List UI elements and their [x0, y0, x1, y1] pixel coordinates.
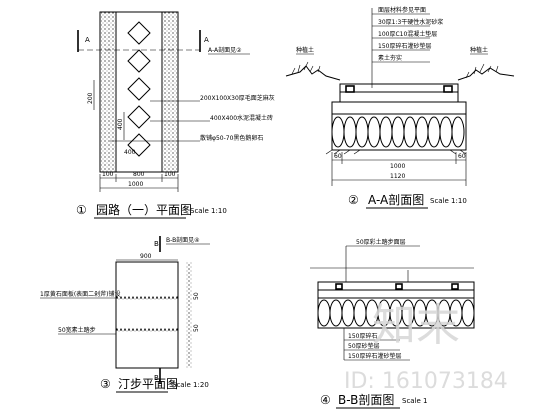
gravel-ellipses-aa — [331, 116, 465, 148]
plan-1-path: A A A-A剖面见② 200 400 200X100X30厚毛面芝麻灰 400… — [76, 11, 275, 219]
dim-100b: 100 — [164, 171, 176, 178]
plan-1-title: ① 园路（一）平面图 Scale 1:10 — [76, 202, 227, 219]
soil-label-right: 种植土 — [470, 46, 488, 54]
cut-line-b-top: B B-B剖面见④ — [154, 236, 210, 252]
section-2-aa: 面层材料参见平面 30厚1:3干硬性水泥砂浆 100厚C10混凝土垫层 150厚… — [285, 6, 515, 209]
dim-60b: 60 — [458, 153, 466, 160]
cut-note-a: A-A剖面见② — [208, 46, 242, 54]
grass-left — [285, 61, 341, 81]
cut-note-b: B-B剖面见④ — [166, 236, 200, 244]
cut-label-a-right: A — [204, 36, 209, 44]
note-bb-b: 50厚砂垫层 — [348, 342, 380, 350]
edge-pebble-bands — [101, 12, 177, 172]
title-section-2: A-A剖面图 — [368, 193, 424, 207]
watermark-id: ID: 161073184 — [344, 369, 508, 394]
scale-section-4: Scale 1 — [402, 397, 428, 405]
title-num-3: ③ — [100, 377, 111, 391]
plan-3-notes: 1厚黄石面板(表面二剁斧)铺设 50宽素土踏步 — [40, 290, 121, 335]
right-border-dots — [186, 262, 192, 368]
layers-aa — [325, 83, 467, 155]
stone-joints — [116, 296, 178, 332]
dim-800: 800 — [133, 171, 145, 178]
title-section-4: B-B剖面图 — [338, 393, 394, 407]
note-pebbles: 散铺φ50-70黑色鹅卵石 — [200, 134, 263, 142]
leader-notes-bb: 150厚碎石 50厚砂垫层 150厚碎石灌砂垫层 — [343, 328, 410, 361]
layer-soil: 素土夯实 — [378, 54, 402, 62]
dimensions-aa: 60 1000 60 1120 — [331, 152, 467, 186]
cut-label-b-top: B — [154, 240, 159, 248]
soil-label-left: 种植土 — [296, 46, 314, 54]
plan-1-dimensions-bottom: 100 800 100 1000 — [99, 171, 179, 192]
note-stone-slab: 1厚黄石面板(表面二剁斧)铺设 — [40, 290, 121, 298]
cut-label-a-left: A — [85, 36, 90, 44]
plan-1-notes: 200X100X30厚毛面芝麻灰 400X400水泥混凝土砖 散铺φ50-70黑… — [110, 94, 275, 142]
title-plan-3: 汀步平面图 — [118, 377, 178, 391]
gravel-ellipses-bb — [317, 299, 475, 327]
layer-surface: 面层材料参见平面 — [378, 6, 426, 14]
title-plan-1: 园路（一）平面图 — [96, 202, 192, 217]
watermark: 知末 ID: 161073184 — [344, 300, 508, 394]
dim-400b: 400 — [124, 149, 136, 156]
cut-line-a: A A A-A剖面见② — [77, 30, 250, 55]
note-bb-c: 150厚碎石灌砂垫层 — [348, 352, 401, 360]
dim-50a: 50 — [193, 292, 200, 300]
dim-1000-aa: 1000 — [390, 163, 405, 170]
layer-gravel: 150厚碎石灌砂垫层 — [378, 42, 431, 50]
grass-right — [457, 63, 515, 81]
note-bb-a: 150厚碎石 — [348, 332, 377, 340]
note-stone-border: 200X100X30厚毛面芝麻灰 — [200, 94, 275, 102]
section-4-bb: 50厚彩土踏步面层 — [310, 238, 475, 409]
scale-section-2: Scale 1:10 — [430, 197, 467, 205]
dim-60a: 60 — [334, 153, 342, 160]
title-num-4: ④ — [320, 393, 331, 407]
plan-3-stepping-stones: B B-B剖面见④ 900 1厚黄石面板(表面二剁斧)铺设 50宽素土踏步 50… — [40, 236, 210, 393]
plan-3-title: ③ 汀步平面图 Scale 1:20 — [100, 377, 209, 393]
dim-400: 400 — [117, 118, 124, 130]
cut-line-b-bottom: B — [154, 368, 161, 384]
dim-50b: 50 — [193, 324, 200, 332]
title-num-1: ① — [76, 203, 87, 217]
leader-notes-aa: 面层材料参见平面 30厚1:3干硬性水泥砂浆 100厚C10混凝土垫层 150厚… — [371, 6, 443, 88]
section-4-title: ④ B-B剖面图 Scale 1 — [320, 393, 428, 409]
diamond-pavers — [127, 21, 151, 157]
note-top-bb: 50厚彩土踏步面层 — [356, 238, 406, 246]
section-2-title: ② A-A剖面图 Scale 1:10 — [348, 193, 467, 209]
layer-concrete: 100厚C10混凝土垫层 — [378, 30, 437, 38]
dim-200: 200 — [87, 92, 94, 104]
dim-1120: 1120 — [390, 173, 405, 180]
scale-plan-1: Scale 1:10 — [190, 207, 227, 215]
plan-1-dimensions-left: 200 400 — [87, 80, 125, 140]
watermark-logo: 知末 — [372, 300, 460, 351]
cut-label-b-bottom: B — [154, 374, 159, 382]
note-joint: 50宽素土踏步 — [58, 326, 96, 334]
title-num-2: ② — [348, 193, 359, 207]
layer-mortar: 30厚1:3干硬性水泥砂浆 — [378, 18, 443, 26]
dim-100a: 100 — [102, 171, 114, 178]
scale-plan-3: Scale 1:20 — [172, 381, 209, 389]
dim-900: 900 — [140, 253, 152, 260]
layers-bb — [317, 281, 475, 329]
note-concrete-paver: 400X400水泥混凝土砖 — [210, 114, 273, 122]
dim-1000: 1000 — [128, 181, 143, 188]
